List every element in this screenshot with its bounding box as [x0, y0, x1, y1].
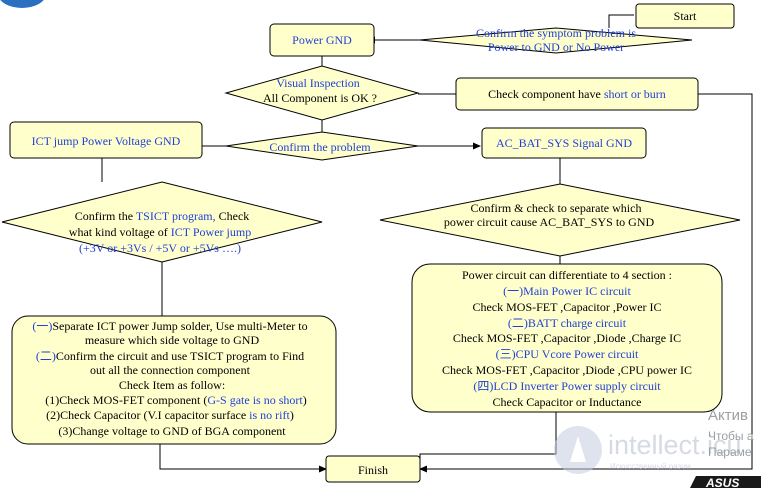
- ac-bat-sys-label: AC_BAT_SYS Signal GND: [496, 136, 632, 150]
- activation-notice: Актив Чтобы а Параме: [708, 407, 754, 459]
- visual-inspection-line-2: All Component is OK ?: [263, 91, 377, 105]
- confirm-problem-decision: [225, 131, 419, 161]
- visual-inspection-line-1: Visual Inspection: [276, 76, 360, 90]
- edge-rightbox-to-finish: [419, 412, 557, 469]
- confirm-tsict-decision: [1, 181, 323, 263]
- left-box-line-8: (3)Change voltage to GND of BGA componen…: [58, 424, 286, 438]
- right-box-line-9: Check Capacitor or Inductance: [493, 395, 642, 409]
- left-box-line-6: (1)Check MOS-FET component (G-S gate is …: [45, 393, 306, 407]
- watermark-brand: intellect.icu: [608, 430, 742, 460]
- check-component-node: [455, 77, 699, 111]
- power-gnd-label: Power GND: [292, 33, 352, 47]
- asus-logo-text: ASUS: [705, 476, 739, 488]
- asus-logo: ASUS: [690, 476, 761, 488]
- left-box-line-7: (2)Check Capacitor (V.I capacitor surfac…: [46, 408, 294, 422]
- left-procedure-box: [11, 315, 337, 445]
- right-box-line-8: (四)LCD Inverter Power supply circuit: [473, 379, 661, 393]
- confirm-separate-line-2: power circuit cause AC_BAT_SYS to GND: [444, 215, 655, 229]
- edge-leftbox-to-finish: [159, 444, 327, 473]
- left-box-line-2: measure which side voltage to GND: [85, 333, 260, 347]
- check-component-prefix: Check component have: [488, 87, 604, 101]
- left-box-l7-post: ): [290, 408, 294, 422]
- left-box-l6-hl: G-S gate is no short: [207, 393, 303, 407]
- watermark-tagline: Искусственный разум: [610, 462, 691, 471]
- left-box-l3-marker: (二): [36, 349, 56, 363]
- confirm-tsict-line-3: (+3V or +3Vs / +5V or +5Vs ….): [79, 241, 241, 255]
- start-node: [635, 3, 735, 29]
- watermark-logo-mark: [570, 436, 586, 462]
- visual-inspection-decision: [224, 65, 420, 121]
- confirm-tsict-l1-pre: Confirm the: [75, 209, 136, 223]
- edge-check-to-finish: [419, 93, 753, 473]
- check-component-label: Check component have short or burn: [488, 87, 666, 101]
- activation-line-1: Актив: [708, 407, 748, 424]
- confirm-symptom-decision: [419, 27, 693, 54]
- left-box-line-4: out all the connection component: [90, 363, 251, 377]
- power-gnd-node: [269, 23, 375, 57]
- edge-start-to-symptom: [608, 14, 634, 28]
- right-procedure-box: [411, 263, 723, 413]
- left-box-l1-marker: (一): [32, 319, 52, 333]
- left-box-l3-text: Confirm the circuit and use TSICT progra…: [56, 349, 304, 363]
- confirm-tsict-l1-post: Check: [216, 209, 250, 223]
- right-box-line-5: Check MOS-FET ,Capacitor ,Diode ,Charge …: [453, 331, 681, 345]
- confirm-separate-line-1: Confirm & check to separate which: [471, 201, 642, 215]
- right-box-line-3: Check MOS-FET ,Capacitor ,Power IC: [472, 300, 661, 314]
- confirm-tsict-l2-hl: ICT Power jump: [171, 225, 251, 239]
- activation-line-3: Параме: [708, 445, 752, 459]
- finish-label: Finish: [358, 463, 388, 477]
- right-box-line-2: (一)Main Power IC circuit: [503, 284, 631, 298]
- left-box-line-1: (一)Separate ICT power Jump solder, Use m…: [32, 319, 307, 333]
- finish-node: [325, 455, 421, 483]
- confirm-problem-label: Confirm the problem: [269, 140, 371, 154]
- left-box-line-5: Check Item as follow:: [119, 378, 225, 392]
- left-box-l1-text: Separate ICT power Jump solder, Use mult…: [52, 319, 307, 333]
- left-box-l6-post: ): [303, 393, 307, 407]
- start-label: Start: [674, 9, 697, 23]
- ac-bat-sys-node: [481, 127, 647, 159]
- confirm-tsict-line-2: what kind voltage of ICT Power jump: [69, 225, 251, 239]
- activation-line-2: Чтобы а: [708, 429, 754, 443]
- watermark: intellect.icu Искусственный разум: [554, 426, 742, 474]
- right-box-line-6: (三)CPU Vcore Power circuit: [496, 347, 639, 361]
- confirm-tsict-line-1: Confirm the TSICT program, Check: [75, 209, 250, 223]
- right-box-line-4: (二)BATT charge circuit: [508, 316, 627, 330]
- globe-icon: [0, 0, 44, 8]
- confirm-separate-decision: [379, 183, 741, 257]
- ict-jump-node: [9, 121, 203, 159]
- confirm-tsict-l2-pre: what kind voltage of: [69, 225, 171, 239]
- left-box-l6-pre: (1)Check MOS-FET component (: [45, 393, 207, 407]
- confirm-tsict-l1-hl: TSICT program,: [136, 209, 216, 223]
- left-box-line-3: (二)Confirm the circuit and use TSICT pro…: [36, 349, 304, 363]
- check-component-highlight: short or burn: [604, 87, 666, 101]
- confirm-symptom-line-2: Power to GND or No Power: [488, 40, 624, 54]
- ict-jump-label: ICT jump Power Voltage GND: [32, 134, 181, 148]
- right-box-line-1: Power circuit can differentiate to 4 sec…: [462, 268, 672, 282]
- left-box-l7-pre: (2)Check Capacitor (V.I capacitor surfac…: [46, 408, 249, 422]
- right-box-line-7: Check MOS-FET ,Capacitor ,Diode ,CPU pow…: [442, 363, 692, 377]
- left-box-l7-hl: is no rift: [249, 408, 290, 422]
- confirm-symptom-line-1: Confirm the symptom problem is: [476, 26, 636, 40]
